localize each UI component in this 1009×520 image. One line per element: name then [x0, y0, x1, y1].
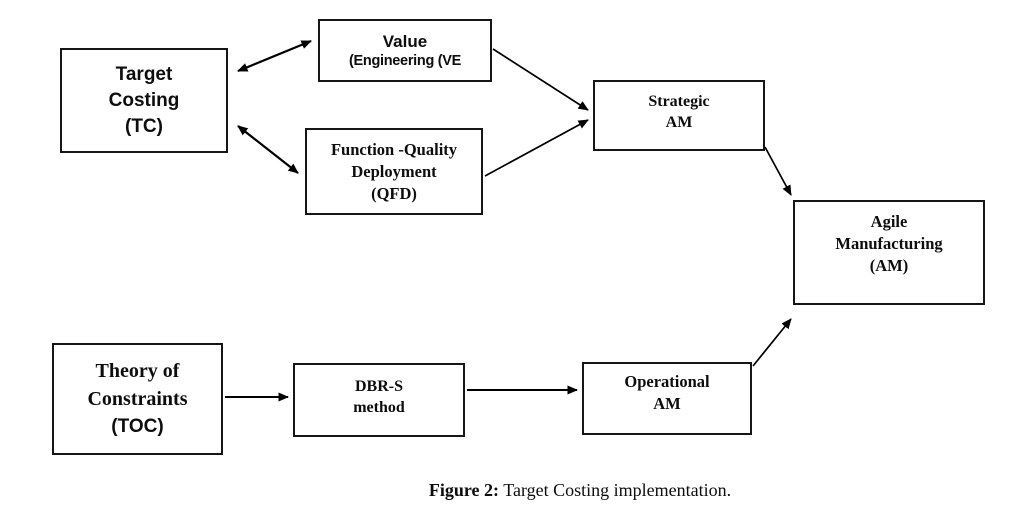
node-theory-of-constraints-abbrev: (TOC) — [111, 416, 164, 437]
figure-caption-text: Target Costing implementation. — [499, 480, 732, 500]
arrow-operational-am-to-agile — [752, 318, 792, 367]
node-operational-am: Operational AM — [582, 362, 752, 435]
node-dbr-s-method: DBR-S method — [293, 363, 465, 437]
node-agile-manufacturing-label: Agile Manufacturing (AM) — [835, 212, 943, 275]
node-strategic-am: Strategic AM — [593, 80, 765, 151]
arrow-tc-value-bidirectional — [237, 39, 312, 73]
node-target-costing: Target Costing (TC) — [60, 48, 228, 153]
node-theory-of-constraints-title: Theory of Constraints — [87, 360, 188, 410]
node-operational-am-label: Operational AM — [624, 372, 710, 413]
node-value-engineering-subtitle: (Engineering (VE — [348, 52, 461, 69]
node-function-quality-deployment-label: Function -Quality Deployment (QFD) — [330, 139, 458, 203]
arrow-qfd-to-strategic-am — [484, 119, 589, 177]
node-value-engineering-title: Value — [382, 31, 428, 51]
node-dbr-s-method-label: DBR-S method — [353, 378, 405, 416]
arrow-strategic-am-to-agile — [764, 146, 792, 196]
arrow-tc-qfd-bidirectional — [237, 125, 299, 174]
node-value-engineering: Value (Engineering (VE — [318, 19, 492, 82]
figure-caption: Figure 2: Target Costing implementation. — [160, 480, 1000, 501]
arrow-value-to-strategic-am — [492, 48, 589, 111]
figure-caption-label: Figure 2: — [428, 480, 500, 500]
node-function-quality-deployment: Function -Quality Deployment (QFD) — [305, 128, 483, 215]
node-agile-manufacturing: Agile Manufacturing (AM) — [793, 200, 985, 305]
node-strategic-am-label: Strategic AM — [648, 93, 710, 131]
node-theory-of-constraints: Theory of Constraints (TOC) — [52, 343, 223, 455]
node-target-costing-label: Target Costing (TC) — [108, 63, 180, 137]
